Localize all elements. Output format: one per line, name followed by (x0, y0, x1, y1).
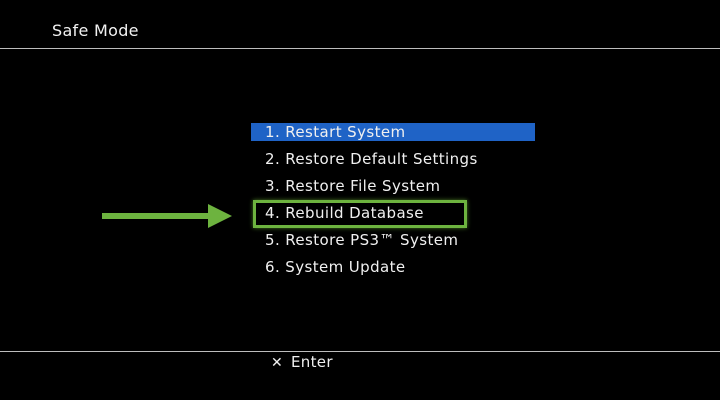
arrow-right-icon (102, 204, 232, 228)
menu-item-restart-system[interactable]: 1. Restart System (251, 122, 535, 149)
menu-item-label: 6. System Update (265, 258, 406, 276)
top-divider (0, 48, 720, 49)
footer-enter-action[interactable]: ✕ Enter (271, 353, 333, 371)
header-title: Safe Mode (52, 21, 139, 40)
menu-item-label: 4. Rebuild Database (265, 204, 424, 222)
menu-item-rebuild-database[interactable]: 4. Rebuild Database (251, 203, 535, 230)
menu-item-restore-file-system[interactable]: 3. Restore File System (251, 176, 535, 203)
menu-item-label: 5. Restore PS3™ System (265, 231, 459, 249)
cross-icon: ✕ (271, 355, 284, 371)
menu-item-restore-default-settings[interactable]: 2. Restore Default Settings (251, 149, 535, 176)
safe-mode-menu: 1. Restart System 2. Restore Default Set… (251, 122, 535, 284)
menu-item-label: 1. Restart System (265, 123, 406, 141)
enter-label: Enter (291, 353, 333, 371)
menu-item-restore-ps3-system[interactable]: 5. Restore PS3™ System (251, 230, 535, 257)
menu-item-label: 3. Restore File System (265, 177, 441, 195)
menu-item-label: 2. Restore Default Settings (265, 150, 478, 168)
menu-item-system-update[interactable]: 6. System Update (251, 257, 535, 284)
bottom-divider (0, 351, 720, 352)
highlight-box (253, 200, 467, 228)
